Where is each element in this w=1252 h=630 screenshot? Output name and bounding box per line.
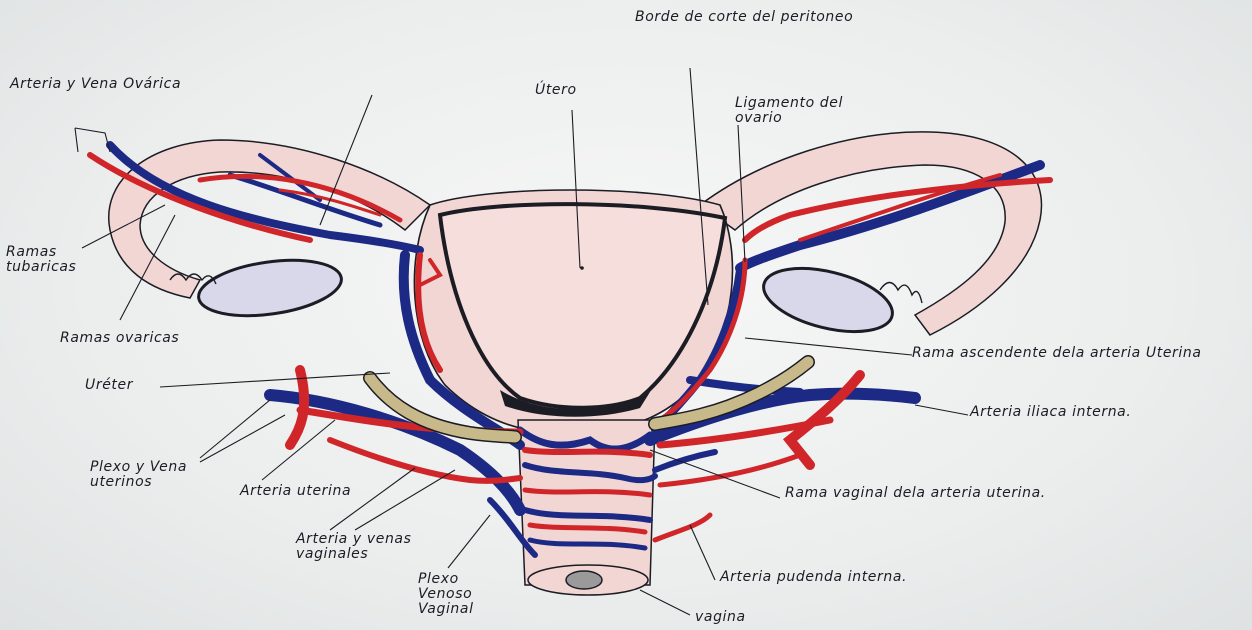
label-utero: Útero (535, 83, 577, 98)
label-arteria-uterina: Arteria uterina (240, 484, 351, 499)
label-arteria-pudenda-interna: Arteria pudenda interna. (720, 570, 907, 585)
external-os (566, 571, 602, 589)
label-borde-corte: Borde de corte del peritoneo (635, 10, 875, 25)
right-ovary (757, 257, 899, 343)
label-ramas-ovaricas: Ramas ovaricas (60, 331, 179, 346)
label-arteria-venas-vaginales: Arteria y venas vaginales (296, 532, 461, 562)
uterus-pointer-dot (580, 266, 584, 270)
label-ramas-tubaricas: Ramas tubaricas (6, 245, 101, 275)
label-ureter: Uréter (85, 378, 133, 393)
label-vagina: vagina (695, 610, 746, 625)
label-rama-vaginal: Rama vaginal dela arteria uterina. (785, 486, 1046, 501)
label-plexo-vena-uterinos: Plexo y Vena uterinos (90, 460, 190, 490)
label-ligamento-ovario: Ligamento del ovario (735, 96, 895, 126)
label-plexo-venoso-vaginal: Plexo Venoso Vaginal (418, 572, 503, 617)
left-ovary (195, 252, 345, 324)
label-arteria-iliaca-interna: Arteria iliaca interna. (970, 405, 1131, 420)
label-arteria-vena-ovarica: Arteria y Vena Ovárica (10, 77, 190, 92)
label-rama-ascendente: Rama ascendente dela arteria Uterina (912, 346, 1252, 361)
